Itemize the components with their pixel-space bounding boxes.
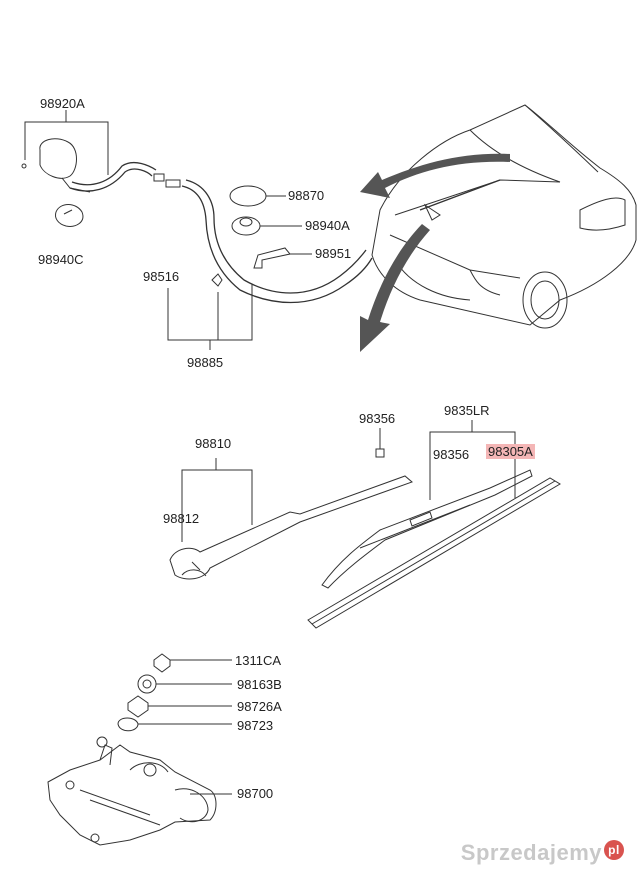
clip-drawing-98951 [253,247,312,269]
motor-hardware-drawing [117,653,232,732]
grommet-drawing-98940C [55,204,84,227]
wiper-blade-drawing [307,448,561,629]
grommet-drawing-98940A [231,216,302,236]
part-label-98726A: 98726A [237,699,282,714]
part-label-98812: 98812 [163,511,200,526]
part-label-98920A: 98920A [40,96,85,111]
wiper-motor-drawing [47,736,232,846]
part-label-98723: 98723 [237,718,274,733]
part-label-98305A-highlighted: 98305A [486,444,535,459]
nozzle-cap-drawing-98870 [229,185,286,207]
car-rear-drawing [371,104,637,329]
label-bracket-9835LR [379,420,516,500]
label-bracket-98810 [181,458,253,542]
watermark-text: Sprzedajemy [460,840,602,865]
part-label-98940A: 98940A [305,218,350,233]
part-label-98356: 98356 [433,447,470,462]
part-label-98700: 98700 [237,786,274,801]
part-label-1311CA: 1311CA [235,653,282,668]
part-label-9835LR: 9835LR [444,403,490,418]
part-label-98356-top: 98356 [359,411,396,426]
watermark-suffix-badge: pl [604,840,624,860]
part-label-98810: 98810 [195,436,232,451]
part-label-98940C: 98940C [38,252,84,267]
washer-hose-drawing [69,162,373,304]
part-label-98516: 98516 [143,269,180,284]
label-bracket-98920A [24,110,109,175]
wiper-arm-drawing [169,475,413,580]
part-label-98870: 98870 [288,188,325,203]
part-label-98163B: 98163B [237,677,282,692]
part-label-98951: 98951 [315,246,352,261]
label-bracket-98885 [167,284,253,350]
arrow-shapes [360,153,510,352]
part-label-98885: 98885 [187,355,224,370]
